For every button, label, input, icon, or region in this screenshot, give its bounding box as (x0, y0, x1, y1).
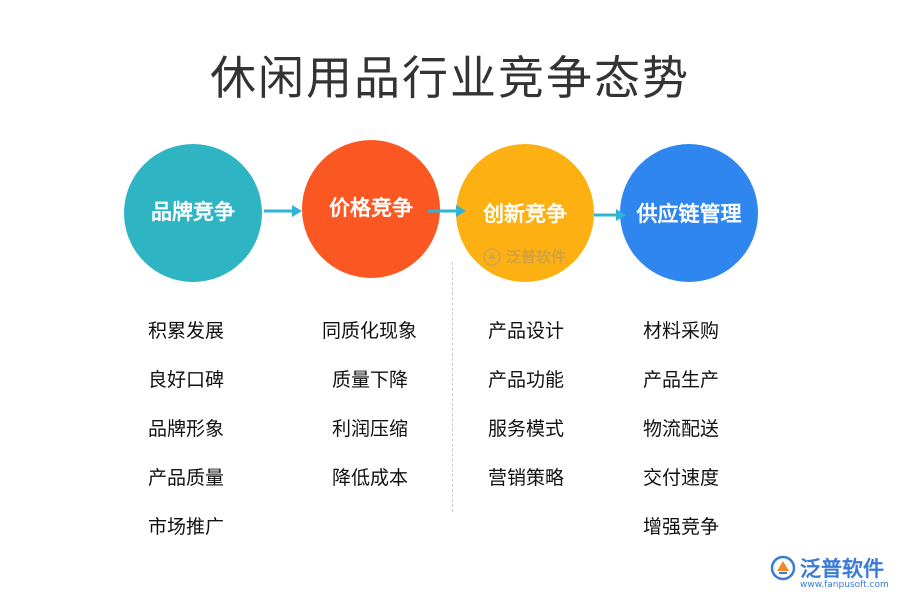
stage-label: 供应链管理 (636, 201, 742, 226)
list-item: 产品功能 (488, 369, 565, 391)
stage-items-price: 同质化现象 质量下降 利润压缩 降低成本 (322, 316, 417, 512)
list-item: 增强竞争 (643, 516, 720, 538)
list-item: 产品生产 (643, 369, 720, 391)
dashed-divider (452, 262, 453, 512)
arrow-right-icon (428, 205, 466, 217)
list-item: 质量下降 (332, 369, 409, 391)
page-title: 休闲用品行业竞争态势 (210, 51, 690, 105)
stage-label: 创新竞争 (483, 201, 567, 226)
list-item: 同质化现象 (322, 320, 418, 342)
logo-url: www.fanpusoft.com (800, 580, 889, 590)
list-item: 服务模式 (488, 418, 565, 440)
fanpu-logo-icon (483, 247, 501, 266)
stage-circle-price: 价格竞争 (302, 140, 440, 278)
stage-circle-supply-chain: 供应链管理 (620, 144, 758, 282)
list-item: 产品质量 (148, 467, 225, 489)
brand-logo: 泛普软件 (770, 553, 884, 583)
list-item: 营销策略 (488, 467, 565, 489)
fanpu-logo-icon (770, 555, 796, 581)
arrow-right-icon (264, 205, 302, 217)
list-item: 利润压缩 (332, 418, 409, 440)
stage-label: 品牌竞争 (151, 199, 235, 224)
stage-items-innovation: 产品设计 产品功能 服务模式 营销策略 (488, 316, 564, 512)
stage-circle-innovation: 创新竞争 (456, 144, 594, 282)
list-item: 交付速度 (643, 467, 720, 489)
arrow-right-icon (594, 209, 626, 221)
list-item: 产品设计 (488, 320, 565, 342)
list-item: 良好口碑 (148, 369, 225, 391)
list-item: 降低成本 (332, 467, 409, 489)
list-item: 品牌形象 (148, 418, 225, 440)
watermark: 泛普软件 (482, 246, 566, 267)
watermark-text: 泛普软件 (506, 248, 567, 266)
list-item: 物流配送 (643, 418, 720, 440)
logo-text: 泛普软件 (800, 557, 884, 581)
stage-label: 价格竞争 (329, 195, 413, 220)
stage-circle-brand: 品牌竞争 (124, 144, 262, 282)
list-item: 材料采购 (643, 320, 720, 342)
stage-items-supply-chain: 材料采购 产品生产 物流配送 交付速度 增强竞争 (643, 316, 719, 561)
list-item: 积累发展 (148, 320, 225, 342)
list-item: 市场推广 (148, 516, 225, 538)
stage-items-brand: 积累发展 良好口碑 品牌形象 产品质量 市场推广 (148, 316, 224, 561)
